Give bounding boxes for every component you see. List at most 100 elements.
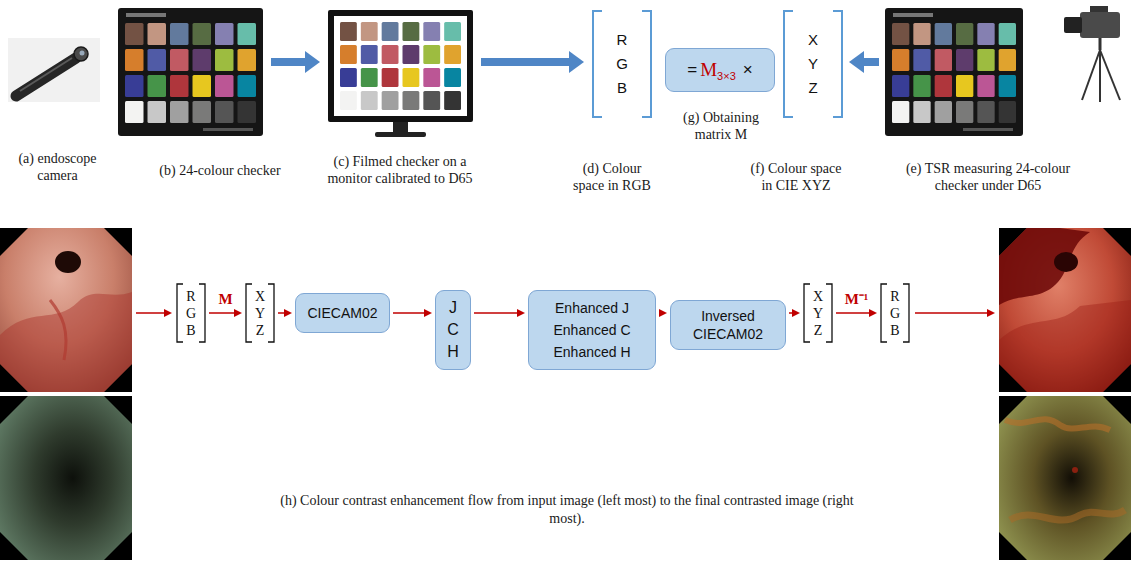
- colour-patch: [340, 22, 357, 41]
- tube-highlight: [20, 58, 72, 91]
- checker-logo: [126, 13, 166, 17]
- colour-patch: [382, 45, 399, 64]
- endoscope-tip: [74, 47, 88, 61]
- colour-patch: [444, 68, 461, 87]
- vector-bracket: R G B: [880, 283, 910, 343]
- right-bracket: [826, 284, 832, 342]
- dark-red-region: [999, 228, 1090, 305]
- colour-patch: [977, 75, 994, 97]
- image-panel: (a) endoscope camera: [8, 38, 100, 102]
- node-text: Enhanced C: [553, 319, 630, 341]
- colour-patch: [238, 23, 257, 45]
- colour-patch: [935, 101, 952, 123]
- right-bracket: [199, 284, 205, 342]
- colour-patch: [238, 75, 257, 97]
- panel-caption: (g) Obtaining matrix M: [671, 109, 771, 143]
- arrowhead: [792, 309, 800, 317]
- colour-patch: [148, 23, 167, 45]
- panel-caption: (c) Filmed checker on a monitor calibrat…: [315, 153, 485, 187]
- arrowhead: [517, 309, 525, 317]
- tripod-head: [1099, 38, 1102, 50]
- mucosa: [999, 396, 1131, 560]
- arrow-shaft: [789, 312, 792, 314]
- node-text: R G B: [184, 288, 198, 339]
- arrowhead: [284, 309, 292, 317]
- colour-patch: [382, 91, 399, 110]
- camera-body: [1080, 12, 1120, 38]
- colour-patch: [193, 23, 212, 45]
- colour-patch: [999, 75, 1016, 97]
- figure-caption: (h) Colour contrast enhancement flow fro…: [272, 492, 862, 528]
- tripod-leg: [1099, 50, 1101, 102]
- orange-region: [1005, 419, 1110, 430]
- panel-caption: (d) Colour space in RGB: [566, 160, 658, 194]
- colour-patch: [361, 91, 378, 110]
- node-text: =: [687, 61, 697, 79]
- arrowhead: [869, 309, 877, 317]
- right-bracket: [642, 11, 651, 117]
- colour-patch: [423, 91, 440, 110]
- monitor-base: [375, 132, 426, 137]
- colour-patch: [423, 68, 440, 87]
- monitor-neck: [393, 122, 408, 132]
- arrow-shaft: [393, 312, 424, 314]
- arrowhead: [424, 309, 432, 317]
- edge-label: M: [217, 291, 233, 308]
- colour-patch: [125, 101, 144, 123]
- colour-patch: [361, 68, 378, 87]
- process-box: Inversed CIECAM02: [670, 300, 786, 350]
- image-background: [999, 396, 1131, 560]
- colour-patch: [170, 101, 189, 123]
- process-box: CIECAM02: [295, 293, 390, 333]
- node-text: CIECAM02: [307, 304, 377, 322]
- colour-patch: [977, 49, 994, 71]
- colour-patch: [913, 75, 930, 97]
- node-text: Inversed CIECAM02: [677, 307, 779, 343]
- colour-patch: [340, 91, 357, 110]
- arrowhead: [569, 51, 584, 73]
- right-bracket: [268, 284, 274, 342]
- vector-bracket: X Y Z: [245, 283, 275, 343]
- output-image-nbi: [999, 396, 1131, 560]
- node-text: Enhanced H: [553, 341, 630, 363]
- colour-patch: [340, 45, 357, 64]
- colour-patch: [340, 68, 357, 87]
- arrow-shaft: [836, 312, 869, 314]
- colour-patch: [999, 101, 1016, 123]
- checker-frame: [885, 8, 1023, 136]
- right-bracket: [833, 11, 842, 117]
- edge-label: M⁻¹: [844, 291, 870, 308]
- mucosa: [999, 228, 1131, 392]
- left-bracket: [246, 284, 252, 342]
- mucosa: [0, 228, 132, 392]
- panel-caption: (b) 24-colour checker: [140, 162, 300, 179]
- flow-arrow: [209, 309, 242, 317]
- checker-group: [118, 8, 1023, 136]
- red-region: [0, 292, 132, 392]
- arrow-shaft: [271, 58, 305, 66]
- flow-arrowhead: [987, 309, 995, 317]
- left-bracket: [593, 11, 602, 117]
- node-text: J C H: [445, 297, 461, 363]
- image-panel: (c) Filmed checker on a monitor calibrat…: [328, 10, 473, 138]
- monitor-screen: [334, 16, 467, 116]
- image-background: [0, 228, 132, 392]
- orange-region: [1010, 510, 1125, 520]
- checker-scale: [203, 128, 253, 131]
- flow-arrow: [474, 309, 525, 317]
- colour-patch: [935, 49, 952, 71]
- colour-patch: [956, 101, 973, 123]
- lumen: [55, 251, 81, 273]
- colour-patch: [125, 49, 144, 71]
- flow-arrow-line: [915, 312, 987, 314]
- flow-arrow: [789, 309, 800, 317]
- flow-arrowhead: [164, 309, 172, 317]
- colour-patch: [977, 23, 994, 45]
- block-arrow: [481, 51, 584, 73]
- colour-patch: [215, 49, 234, 71]
- tripod-leg: [1082, 50, 1100, 100]
- camera-handle: [1090, 6, 1108, 12]
- arrowhead: [849, 51, 864, 73]
- block-arrow: [849, 51, 879, 73]
